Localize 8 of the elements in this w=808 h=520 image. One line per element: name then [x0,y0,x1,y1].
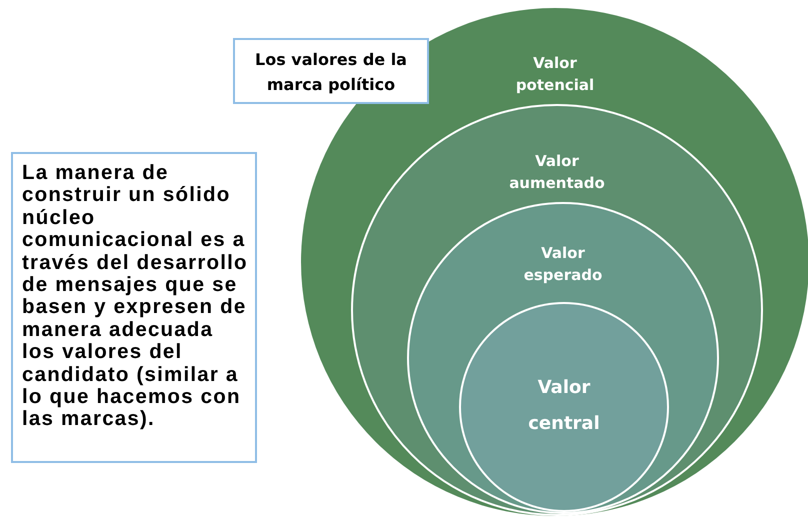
circle-label: Valor esperado [522,243,604,286]
box-title: Los valores de la marca político [254,49,408,96]
description-text: La manera de construir un sólido núcleo comunicacional es a través del desarrollo de mensajes que se basen y expresen de manera adecuada los valores del candidato (similar a lo que hacemos con las marcas). [22,162,249,431]
title-box [233,38,429,104]
circle-label: Valor central [527,376,601,436]
circle-label: Valor potencial [514,53,596,96]
circle-label: Valor aumentado [508,151,606,194]
text-box [11,152,257,463]
